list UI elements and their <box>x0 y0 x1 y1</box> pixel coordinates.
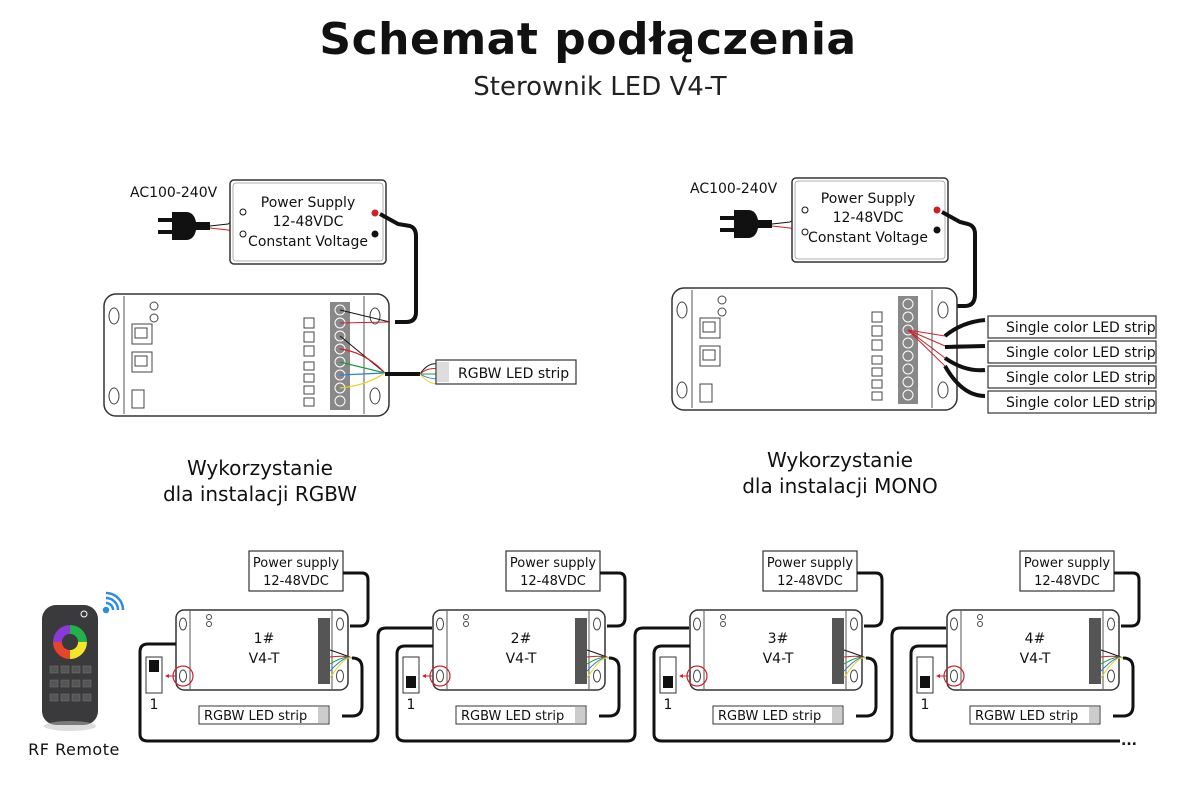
rgbw-psu-line1: Power Supply <box>261 195 356 211</box>
mono-strip-1: Single color LED strip <box>987 315 1157 339</box>
unit-4-psu-line1: Power supply <box>1024 556 1111 571</box>
rgbw-led-strip: RGBW LED strip <box>435 359 577 385</box>
rf-remote-label: RF Remote <box>28 740 120 759</box>
data-bus-cable-2-3 <box>395 626 689 743</box>
page-title: Schemat podłączenia <box>319 14 857 65</box>
mono-psu-line1: Power Supply <box>821 191 916 207</box>
unit-2-switch-label: 1 <box>407 697 416 713</box>
mono-ac-label: AC100-240V <box>690 181 778 197</box>
unit-3-power-supply: Power supply 12-48VDC <box>762 550 858 592</box>
unit-2-model: V4-T <box>506 651 537 667</box>
mono-strip-4: Single color LED strip <box>987 390 1157 414</box>
mono-psu-line2: 12-48VDC <box>833 210 904 226</box>
rgbw-strip-label: RGBW LED strip <box>458 366 569 382</box>
rgbw-caption-line2: dla instalacji RGBW <box>162 482 358 506</box>
data-bus-cable-end <box>909 644 1120 743</box>
rgbw-psu-line2: 12-48VDC <box>273 214 344 230</box>
rgbw-caption-line1: Wykorzystanie <box>187 456 333 480</box>
mono-strip-3: Single color LED strip <box>987 365 1157 389</box>
unit-1-switch-label: 1 <box>150 697 159 713</box>
rgbw-ac-plug <box>158 212 210 240</box>
mono-strip-2-label: Single color LED strip <box>1006 345 1156 361</box>
mono-caption-line1: Wykorzystanie <box>767 448 913 472</box>
power-icon <box>80 610 88 618</box>
unit-4-model: V4-T <box>1020 651 1051 667</box>
rgbw-ac-label: AC100-240V <box>130 185 218 201</box>
page-subtitle: Sterownik LED V4-T <box>473 72 727 102</box>
rgbw-caption: Wykorzystanie dla instalacji RGBW <box>110 455 410 507</box>
mono-controller <box>671 287 958 411</box>
wireless-signal-icon <box>102 591 125 614</box>
unit-2-power-supply: Power supply 12-48VDC <box>505 550 601 592</box>
unit-1-psu-line2: 12-48VDC <box>263 574 329 589</box>
mono-caption: Wykorzystanie dla instalacji MONO <box>690 447 990 499</box>
color-wheel-icon <box>53 625 87 659</box>
unit-3-id: 3# <box>768 631 789 647</box>
mono-ac-plug <box>720 210 772 238</box>
rgbw-output-wires <box>339 335 439 389</box>
unit-3-psu-line2: 12-48VDC <box>777 574 843 589</box>
mono-strip-1-label: Single color LED strip <box>1006 320 1156 336</box>
mono-strip-2: Single color LED strip <box>987 340 1157 364</box>
rgbw-power-supply: Power Supply 12-48VDC Constant Voltage <box>229 179 387 265</box>
unit-2-psu-line2: 12-48VDC <box>520 574 586 589</box>
mono-strip-3-label: Single color LED strip <box>1006 370 1156 386</box>
mono-caption-line2: dla instalacji MONO <box>742 474 938 498</box>
unit-3-psu-line1: Power supply <box>767 556 854 571</box>
unit-4-id: 4# <box>1025 631 1046 647</box>
mono-power-supply: Power Supply 12-48VDC Constant Voltage <box>791 177 949 263</box>
unit-1-led-strip: RGBW LED strip <box>198 705 330 725</box>
data-bus-cable-3-4 <box>652 626 946 743</box>
mono-strip-4-label: Single color LED strip <box>1006 395 1156 411</box>
unit-1-dip-switch[interactable]: 1 <box>145 656 163 713</box>
unit-4-switch-label: 1 <box>921 697 930 713</box>
mono-output-wires <box>907 318 986 398</box>
unit-2-psu-line1: Power supply <box>510 556 597 571</box>
unit-1-psu-line1: Power supply <box>253 556 340 571</box>
unit-4-led-strip: RGBW LED strip <box>969 705 1101 725</box>
unit-2-id: 2# <box>511 631 532 647</box>
unit-1-model: V4-T <box>249 651 280 667</box>
unit-3-strip-label: RGBW LED strip <box>718 709 821 724</box>
unit-2-strip-label: RGBW LED strip <box>461 709 564 724</box>
rgbw-controller <box>103 293 390 417</box>
unit-1-strip-label: RGBW LED strip <box>204 709 307 724</box>
unit-1-id: 1# <box>254 631 275 647</box>
unit-3-led-strip: RGBW LED strip <box>712 705 844 725</box>
unit-4-strip-label: RGBW LED strip <box>975 709 1078 724</box>
unit-3-model: V4-T <box>763 651 794 667</box>
unit-3-dip-switch[interactable]: 1 <box>659 656 677 713</box>
rgbw-psu-line3: Constant Voltage <box>248 234 368 250</box>
data-bus-cable-1-2 <box>138 626 432 743</box>
unit-4-power-supply: Power supply 12-48VDC <box>1019 550 1115 592</box>
unit-4-dip-switch[interactable]: 1 <box>916 656 934 713</box>
unit-2-dip-switch[interactable]: 1 <box>402 656 420 713</box>
unit-2-led-strip: RGBW LED strip <box>455 705 587 725</box>
unit-1-power-supply: Power supply 12-48VDC <box>248 550 344 592</box>
continuation-dots: ... <box>1121 733 1137 749</box>
rf-remote <box>42 605 98 731</box>
unit-4-psu-line2: 12-48VDC <box>1034 574 1100 589</box>
mono-psu-line3: Constant Voltage <box>808 230 928 246</box>
unit-3-switch-label: 1 <box>664 697 673 713</box>
